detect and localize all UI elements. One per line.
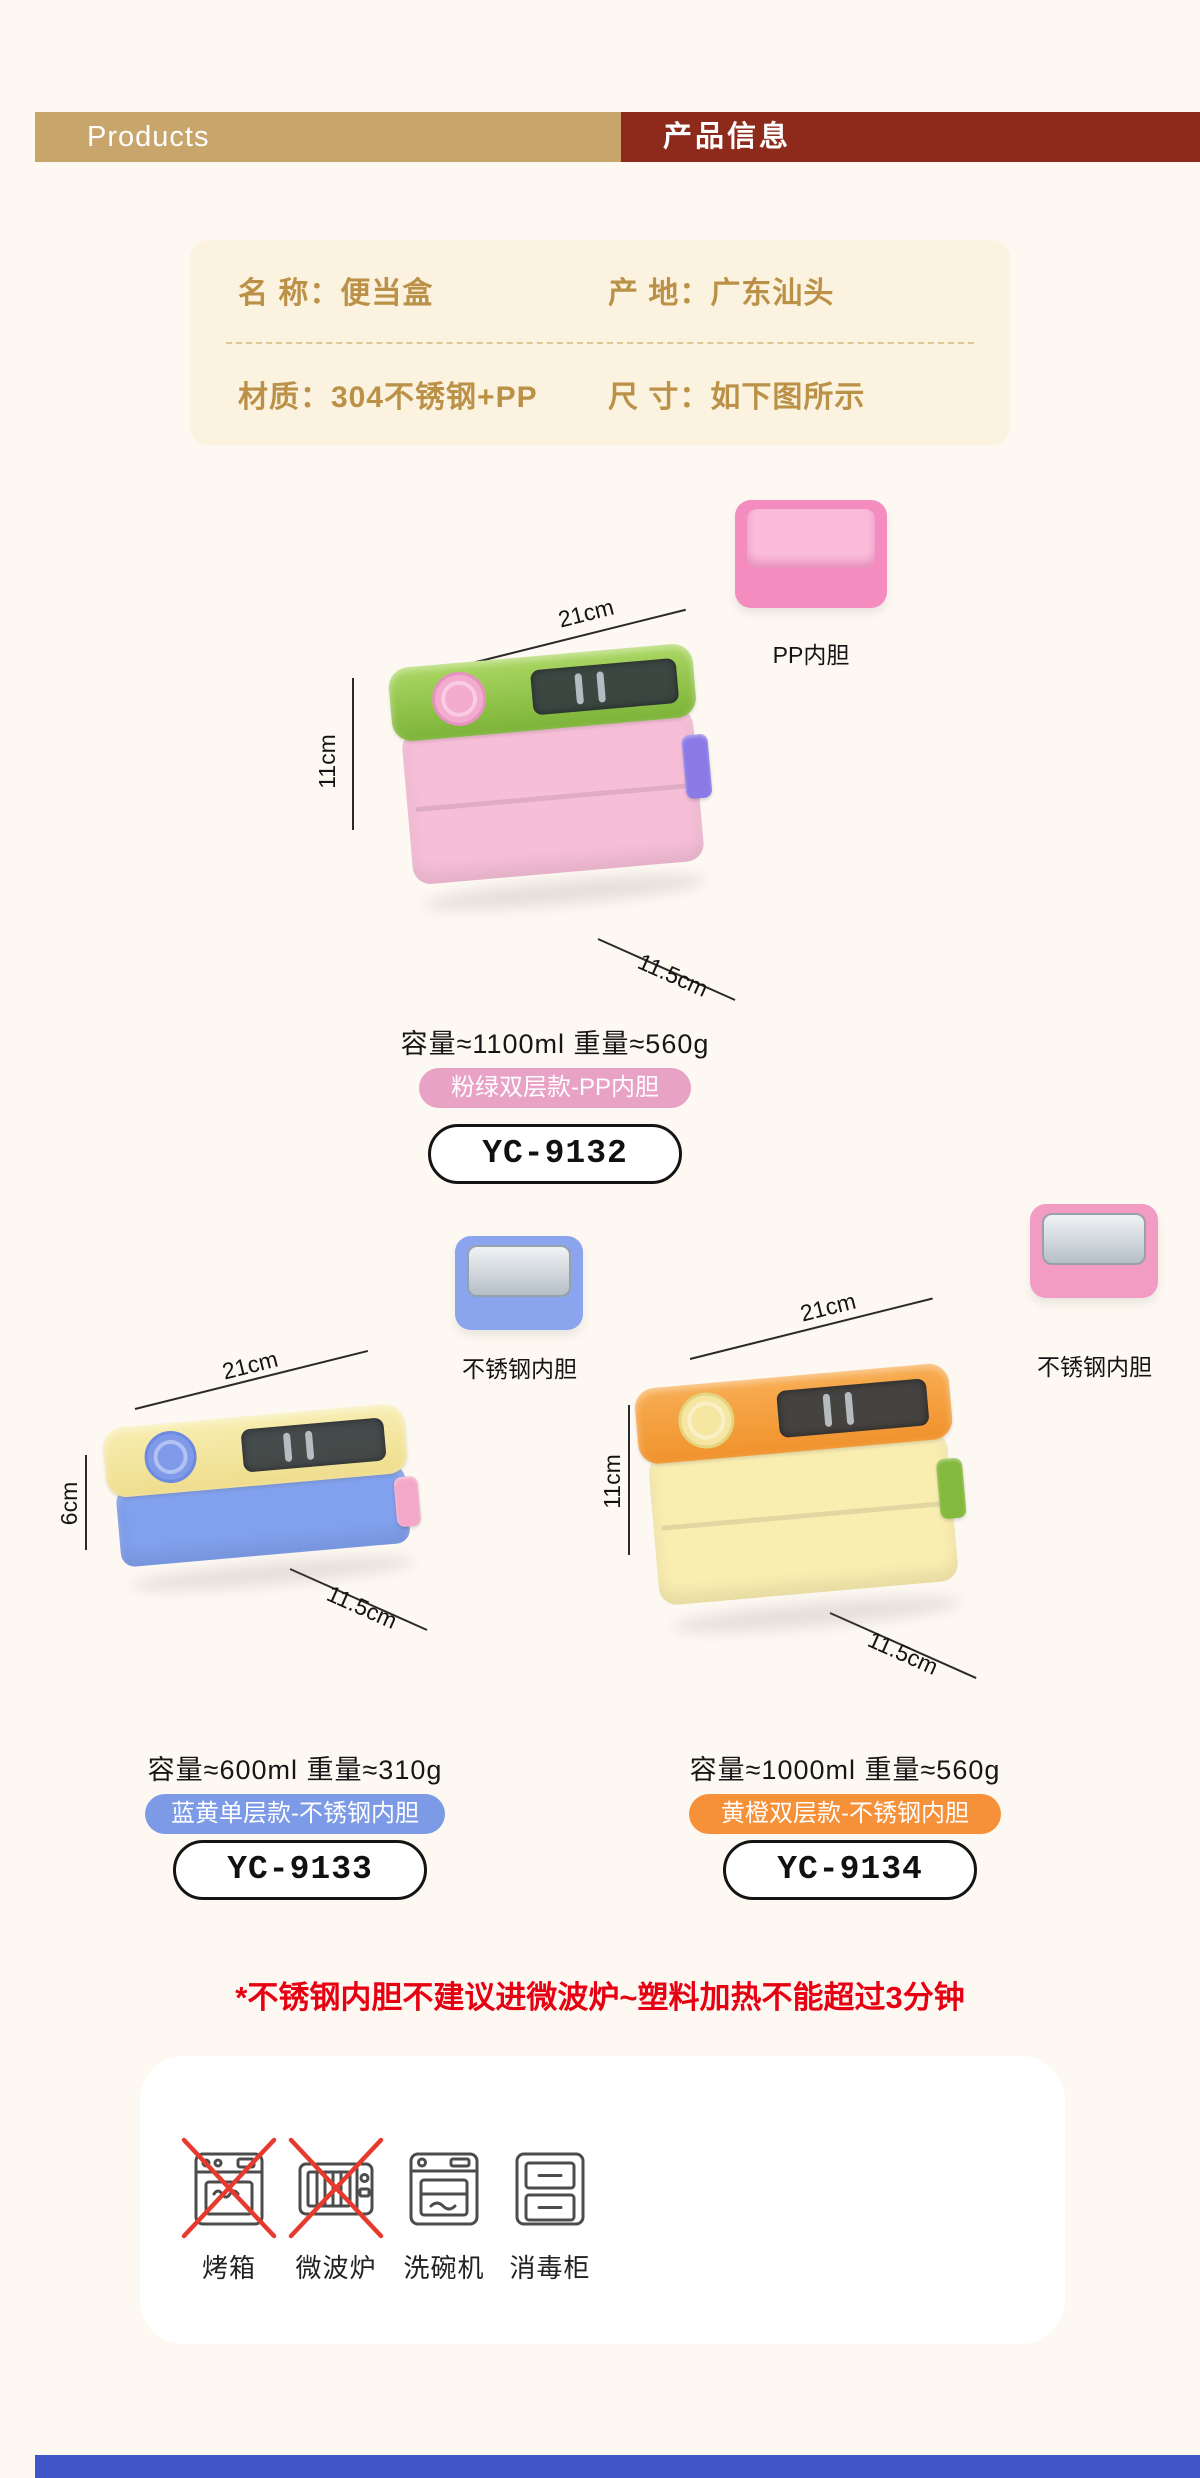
layer-divider [661, 1501, 945, 1531]
header-info-bar: 产品信息 [621, 112, 1200, 162]
model-number-button[interactable]: YC-9132 [428, 1124, 682, 1184]
spec-origin-value: 广东汕头 [710, 277, 835, 310]
utensil-silhouette [282, 1432, 293, 1463]
bento-box-pink-green [377, 641, 728, 929]
model-number-button[interactable]: YC-9133 [173, 1840, 427, 1900]
capacity-text: 容量≈1100ml 重量≈560g [400, 1029, 710, 1059]
pp-liner-thumbnail [735, 500, 887, 608]
lid-window [240, 1417, 387, 1473]
height-dim-line [85, 1455, 87, 1550]
pp-liner-cavity [747, 509, 875, 569]
side-latch [935, 1457, 967, 1520]
forbidden-cross-icon [288, 2137, 384, 2239]
steel-liner-cavity [467, 1245, 571, 1297]
appliance-label: 微波炉 [295, 2253, 377, 2283]
bento-box-yellow-orange [623, 1360, 991, 1669]
side-latch [681, 733, 713, 800]
pp-liner-label: PP内胆 [772, 642, 850, 668]
warning-text: *不锈钢内胆不建议进微波炉~塑料加热不能超过3分钟 [235, 1980, 965, 2015]
usage-card: 烤箱 微波炉 [140, 2056, 1065, 2344]
header-info-label: 产品信息 [663, 121, 792, 153]
microwave-icon [288, 2137, 384, 2239]
utensil-silhouette [574, 673, 585, 705]
capacity-text: 容量≈600ml 重量≈310g [147, 1755, 443, 1785]
dishwasher-icon [405, 2144, 483, 2232]
appliance-label: 消毒柜 [509, 2253, 591, 2283]
steel-liner-label: 不锈钢内胆 [462, 1356, 577, 1382]
layer-divider [415, 783, 691, 813]
spec-material-label: 材质： [238, 381, 331, 414]
spec-card: 名 称：便当盒 产 地：广东汕头 材质：304不锈钢+PP 尺 寸：如下图所示 [190, 240, 1010, 445]
utensil-silhouette [822, 1393, 833, 1428]
side-latch [393, 1475, 422, 1528]
spec-origin-label: 产 地： [608, 277, 711, 310]
oven-icon [181, 2137, 277, 2239]
spec-divider [226, 342, 974, 344]
appliance-dishwasher: 洗碗机 [391, 2144, 497, 2285]
utensil-silhouette [596, 671, 606, 703]
header-products-label: Products [87, 121, 210, 153]
lid-window [776, 1378, 930, 1439]
header-products-bar: Products [35, 112, 621, 162]
appliance-label: 洗碗机 [403, 2253, 485, 2283]
lid-knob [429, 669, 489, 729]
height-dim-label: 11cm [313, 734, 340, 789]
appliance-label: 烤箱 [201, 2253, 256, 2283]
spec-material-value: 304不锈钢+PP [331, 381, 538, 414]
variant-badge: 黄橙双层款-不锈钢内胆 [689, 1794, 1001, 1834]
spec-name-value: 便当盒 [340, 277, 434, 310]
spec-size-label: 尺 寸： [608, 381, 711, 414]
appliance-oven: 烤箱 [176, 2137, 282, 2285]
lid-window [529, 657, 680, 716]
spec-size-row: 尺 寸：如下图所示 [608, 372, 865, 416]
forbidden-cross-icon [181, 2137, 277, 2239]
steel-liner-label: 不锈钢内胆 [1037, 1354, 1152, 1380]
variant-badge: 粉绿双层款-PP内胆 [419, 1068, 691, 1108]
depth-dim-label: 11.5cm [634, 948, 713, 1002]
lid-knob [142, 1428, 199, 1486]
height-dim-line [628, 1405, 630, 1555]
height-dim-label: 11cm [598, 1454, 625, 1509]
spec-name-label: 名 称： [238, 277, 341, 310]
lid-knob [676, 1390, 737, 1451]
footer-bar [35, 2455, 1200, 2478]
sterilizer-icon [511, 2144, 589, 2232]
width-dim-label: 21cm [797, 1287, 859, 1327]
model-number-button[interactable]: YC-9134 [723, 1840, 977, 1900]
utensil-silhouette [844, 1391, 855, 1426]
variant-badge: 蓝黄单层款-不锈钢内胆 [145, 1794, 445, 1834]
spec-size-value: 如下图所示 [710, 381, 866, 414]
spec-material-row: 材质：304不锈钢+PP [238, 372, 538, 416]
steel-liner-thumbnail-pink [1030, 1204, 1158, 1298]
steel-liner-thumbnail-blue [455, 1236, 583, 1330]
capacity-text: 容量≈1000ml 重量≈560g [689, 1755, 1001, 1785]
height-dim-line [352, 678, 354, 830]
spec-origin-row: 产 地：广东汕头 [608, 268, 834, 312]
appliance-microwave: 微波炉 [283, 2137, 389, 2285]
appliance-sterilizer: 消毒柜 [497, 2144, 603, 2285]
bento-box-blue-yellow [92, 1401, 438, 1629]
utensil-silhouette [304, 1430, 315, 1461]
height-dim-label: 6cm [56, 1481, 83, 1526]
steel-liner-cavity [1042, 1213, 1146, 1265]
spec-name-row: 名 称：便当盒 [238, 268, 433, 312]
